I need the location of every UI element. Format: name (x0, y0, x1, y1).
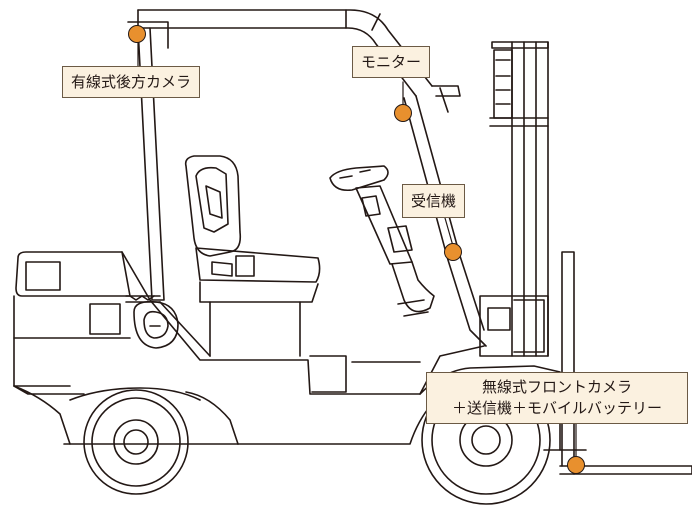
receiver-label: 受信機 (402, 184, 466, 218)
fork-tines (559, 251, 692, 475)
operator-seat (184, 155, 321, 357)
front-camera-label-line1: 無線式フロントカメラ (481, 378, 632, 396)
receiver-marker (444, 243, 462, 261)
steering-column (329, 165, 435, 317)
front-camera-marker (567, 456, 585, 474)
counterweight-body (13, 251, 179, 395)
rear-camera-label: 有線式後方カメラ (62, 66, 201, 98)
front-camera-label: 無線式フロントカメラ ＋送信機＋モバイルバッテリー (426, 372, 688, 424)
rear-camera-marker (128, 25, 146, 43)
rear-wheel (83, 389, 189, 495)
mast (479, 41, 549, 357)
overhead-guard (127, 9, 487, 347)
front-camera-label-line2: ＋送信機＋モバイルバッテリー (451, 399, 662, 417)
monitor-label: モニター (352, 46, 431, 78)
monitor-marker (394, 104, 412, 122)
